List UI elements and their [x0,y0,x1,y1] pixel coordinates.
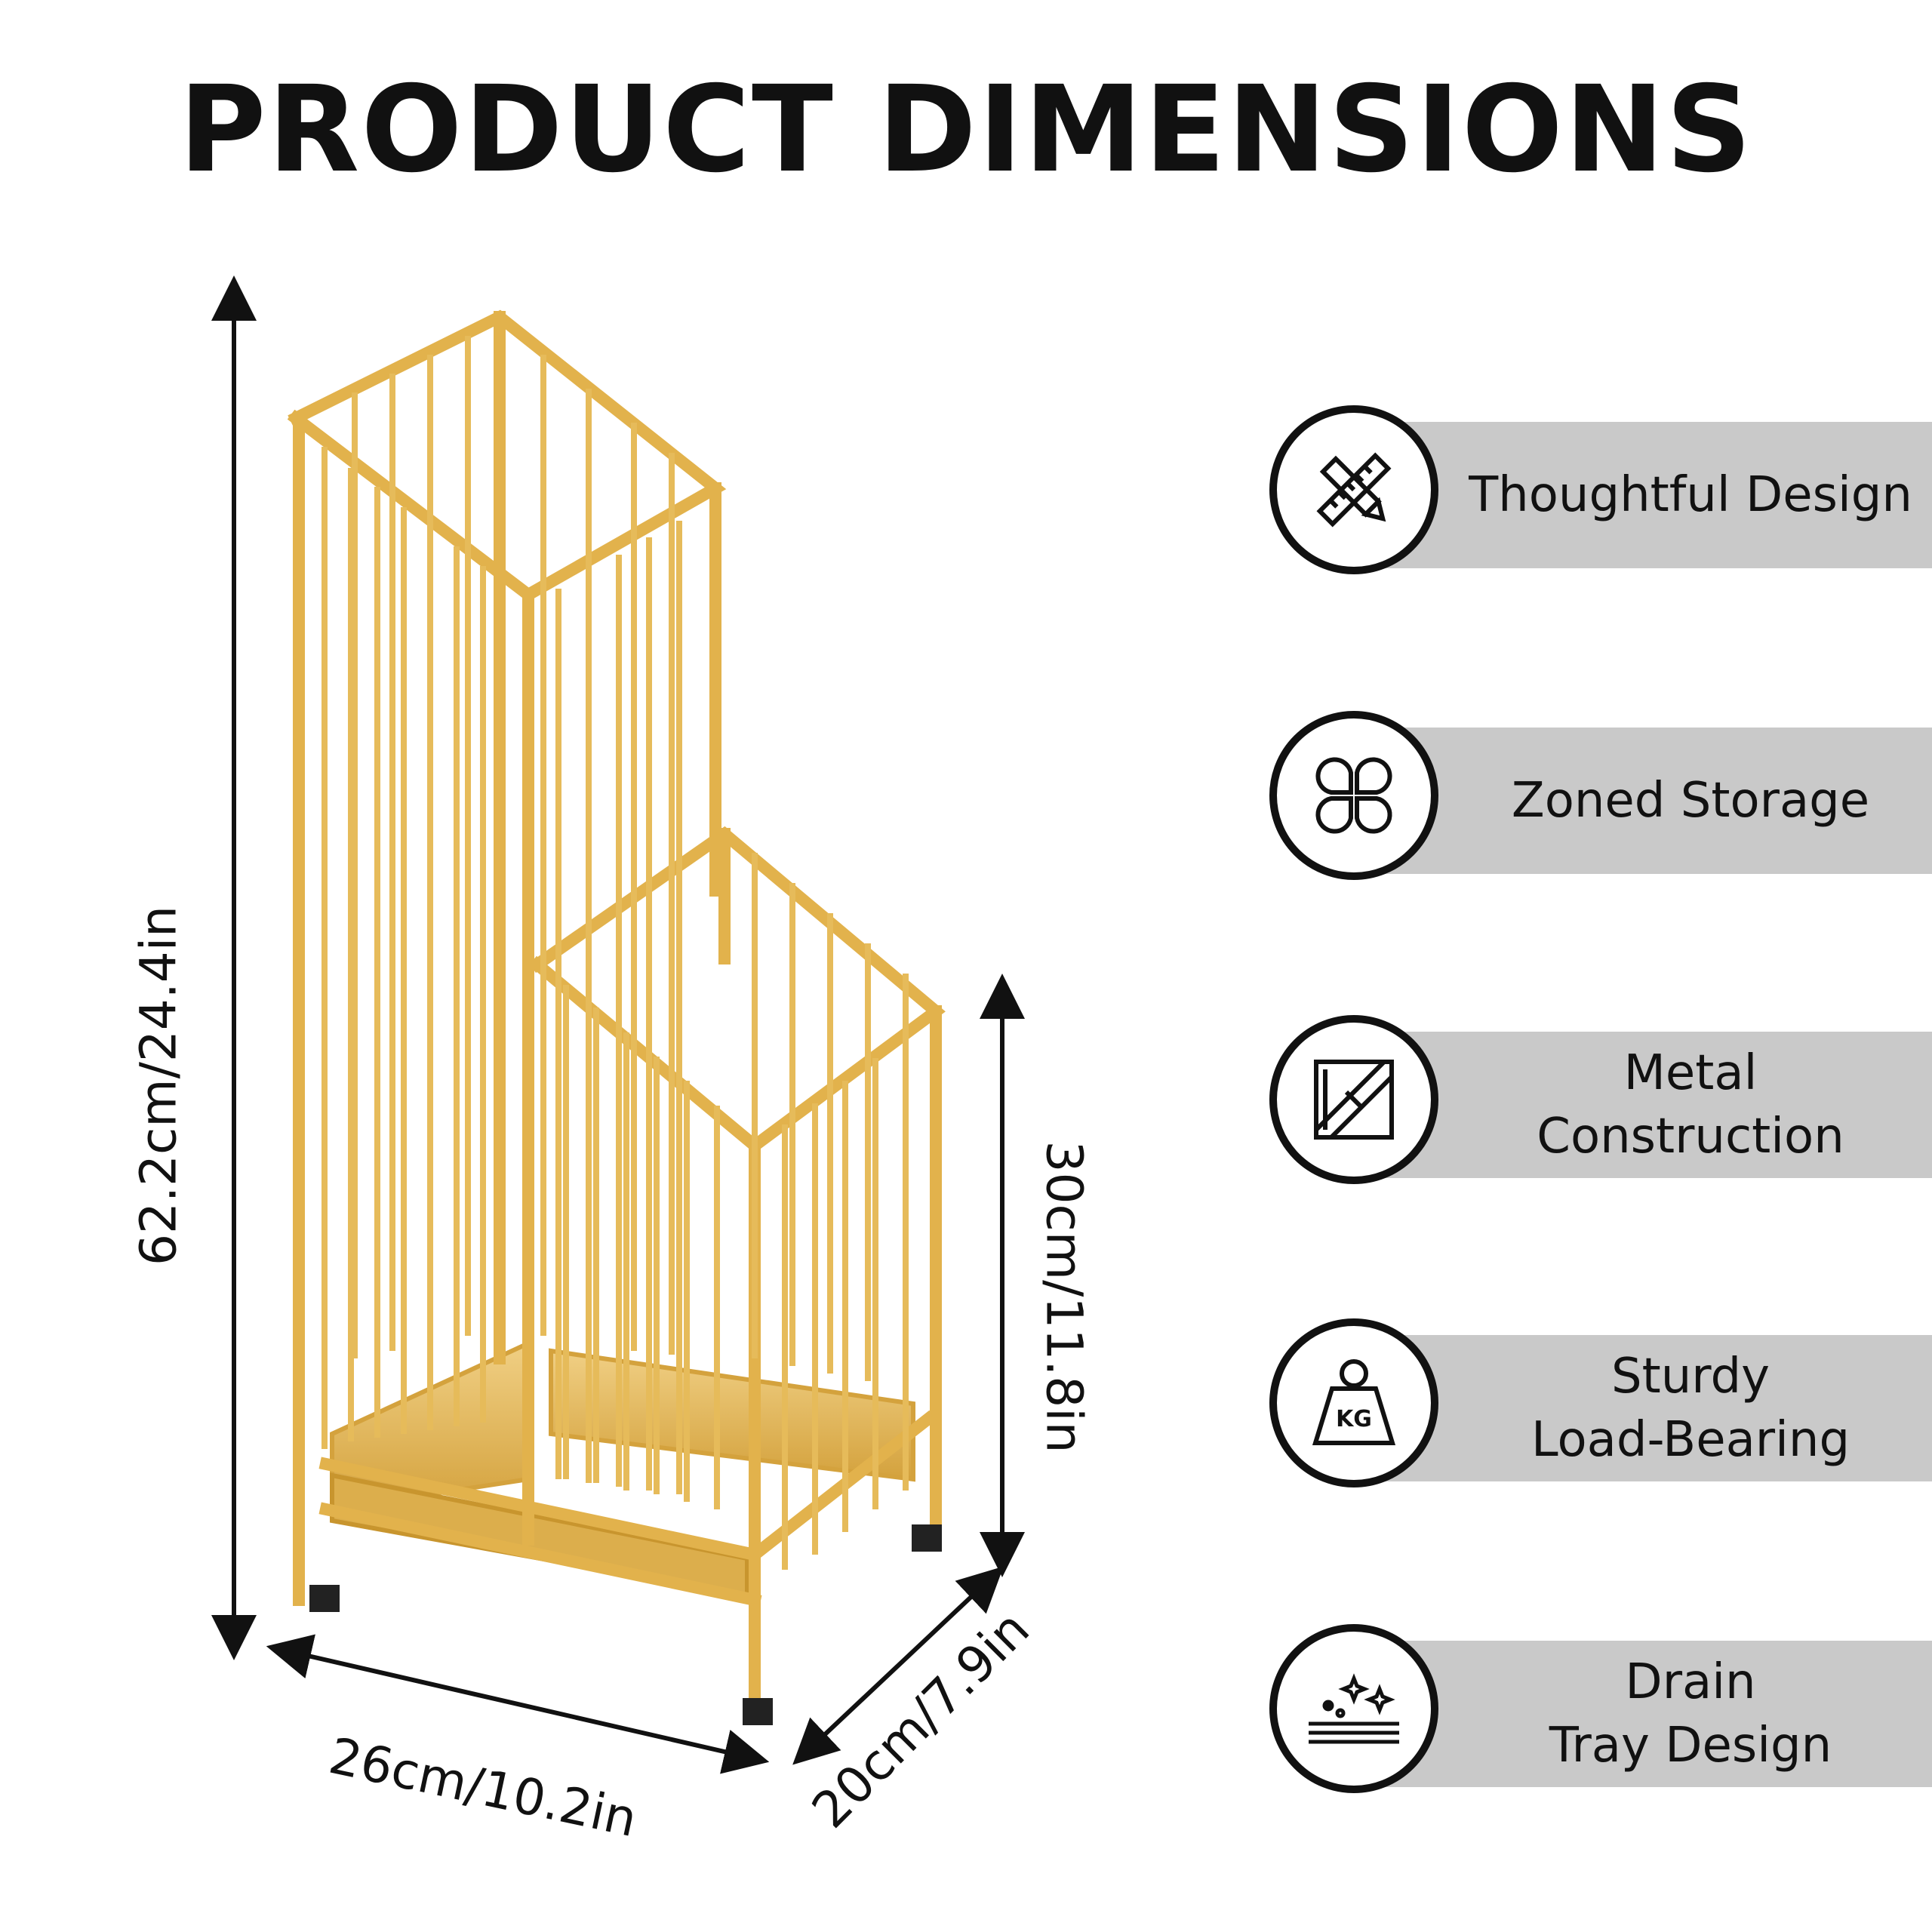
feature-bar [1381,1641,1932,1787]
feature-label: Drain Tray Design [1549,1654,1832,1774]
feature-sturdy-load-bearing: KG Sturdy Load-Bearing [1268,1317,1932,1498]
depth-arrow [792,1566,1004,1765]
feature-label: Thoughtful Design [1469,467,1912,523]
feature-label: Sturdy Load-Bearing [1531,1349,1850,1468]
page-title: PRODUCT DIMENSIONS [178,60,1754,199]
feature-thoughtful-design: Thoughtful Design [1268,404,1932,585]
kg-text: KG [1336,1406,1372,1432]
feature-bar [1381,1032,1932,1178]
feature-label: Metal Construction [1537,1045,1844,1164]
height-lower-label: 30cm/11.8in [1035,1140,1094,1454]
height-total-label: 62.2cm/24.4in [129,906,188,1266]
width-arrow [266,1634,770,1774]
feature-bar [1381,422,1932,568]
feature-metal-construction: Metal Construction [1268,1014,1932,1195]
ruler-pencil-icon [1269,405,1438,574]
feature-bar [1381,728,1932,874]
sparkle-tray-icon [1269,1624,1438,1793]
feature-zoned-storage: Zoned Storage [1268,709,1932,891]
kg-weight-icon: KG [1269,1318,1438,1487]
feature-label: Zoned Storage [1511,773,1870,829]
metal-panel-icon [1269,1015,1438,1184]
feature-drain-tray: Drain Tray Design [1268,1623,1932,1804]
feature-bar [1381,1335,1932,1481]
four-leaf-icon [1269,711,1438,880]
